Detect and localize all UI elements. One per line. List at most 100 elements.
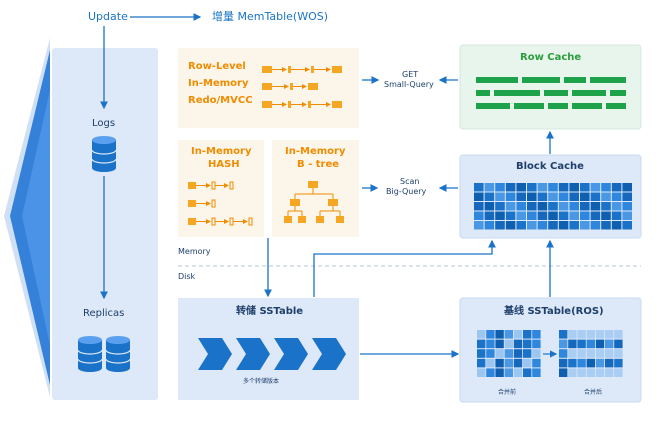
replica-database-icon-2 (105, 336, 131, 372)
before-cell (495, 368, 504, 377)
after-cell (559, 339, 568, 349)
block-cell (505, 221, 516, 230)
after-cell (614, 339, 623, 349)
row-level-line1: Row-Level (188, 61, 246, 72)
btree-tree-icon (284, 181, 344, 223)
merge-before-label: 合并前 (498, 389, 517, 396)
after-cell (595, 368, 605, 377)
disk-label: Disk (178, 272, 196, 281)
get-label: GET (402, 70, 419, 79)
after-cell (605, 330, 614, 339)
after-cell (559, 330, 568, 339)
row-level-chain-icons (262, 66, 342, 108)
block-cell (484, 202, 495, 211)
block-cell (558, 192, 569, 201)
dump-to-blockcache-arrow (313, 239, 496, 297)
block-cell (505, 202, 516, 211)
block-cell (601, 202, 611, 211)
after-cell (595, 358, 605, 368)
before-cell (486, 349, 495, 358)
after-cell (586, 368, 595, 377)
row-cache-bars (476, 77, 626, 109)
block-cell (537, 192, 548, 201)
before-cell (486, 339, 495, 349)
block-cell (622, 202, 632, 211)
block-cell (580, 192, 590, 201)
version-chevron-4 (312, 338, 346, 370)
before-cell (523, 358, 532, 368)
block-cell (495, 202, 505, 211)
after-cell (568, 368, 577, 377)
after-cell (614, 368, 623, 377)
dump-version-chevrons (198, 338, 346, 370)
block-cell (558, 183, 569, 192)
after-cell (568, 349, 577, 358)
base-sstable-title: 基线 SSTable(ROS) (504, 306, 604, 317)
block-cell (495, 211, 505, 220)
after-cell (577, 339, 586, 349)
block-cell (516, 202, 526, 211)
block-cell (484, 183, 495, 192)
before-cell (513, 339, 523, 349)
hash-chain-icons (188, 181, 253, 226)
after-cell (577, 368, 586, 377)
before-cell (513, 349, 523, 358)
after-cell (605, 368, 614, 377)
block-cell (527, 192, 537, 201)
before-cell (477, 339, 486, 349)
block-cell (537, 202, 548, 211)
block-cell (505, 183, 516, 192)
before-cell (486, 358, 495, 368)
block-cell (516, 221, 526, 230)
btree-line1: In-Memory (285, 146, 346, 157)
block-cache-title: Block Cache (516, 161, 584, 172)
block-cell (590, 192, 601, 201)
block-cell (527, 221, 537, 230)
row-cache-title: Row Cache (520, 52, 582, 63)
scan-label: Scan (400, 177, 420, 186)
block-cell (590, 211, 601, 220)
block-cell (569, 202, 579, 211)
block-cell (495, 192, 505, 201)
after-cell (614, 330, 623, 339)
before-cell (532, 368, 541, 377)
block-cell (495, 221, 505, 230)
block-cell (580, 183, 590, 192)
after-cell (605, 349, 614, 358)
before-cell (532, 349, 541, 358)
after-cell (614, 349, 623, 358)
after-cell (559, 358, 568, 368)
before-cell (495, 339, 504, 349)
before-cell (477, 330, 486, 339)
block-cell (590, 183, 601, 192)
after-cell (595, 349, 605, 358)
block-cell (548, 202, 558, 211)
before-cell (523, 330, 532, 339)
left-panel-bg (52, 48, 158, 400)
before-cell (504, 368, 513, 377)
block-cell (569, 183, 579, 192)
btree-line2: B - tree (297, 159, 340, 170)
block-cell (590, 221, 601, 230)
before-cell (504, 349, 513, 358)
before-cell (523, 349, 532, 358)
before-cell (495, 330, 504, 339)
block-cell (622, 221, 632, 230)
block-cell (548, 211, 558, 220)
after-cell (595, 339, 605, 349)
block-cell (527, 211, 537, 220)
block-cell (537, 183, 548, 192)
before-cell (486, 368, 495, 377)
memory-label: Memory (178, 247, 211, 256)
left-chevron-highlight (22, 90, 50, 345)
before-cell (495, 358, 504, 368)
block-cell (569, 192, 579, 201)
block-cell (527, 202, 537, 211)
block-cell (484, 211, 495, 220)
block-cell (569, 221, 579, 230)
block-cell (558, 202, 569, 211)
before-cell (486, 330, 495, 339)
update-label: Update (88, 10, 128, 23)
before-cell (513, 368, 523, 377)
